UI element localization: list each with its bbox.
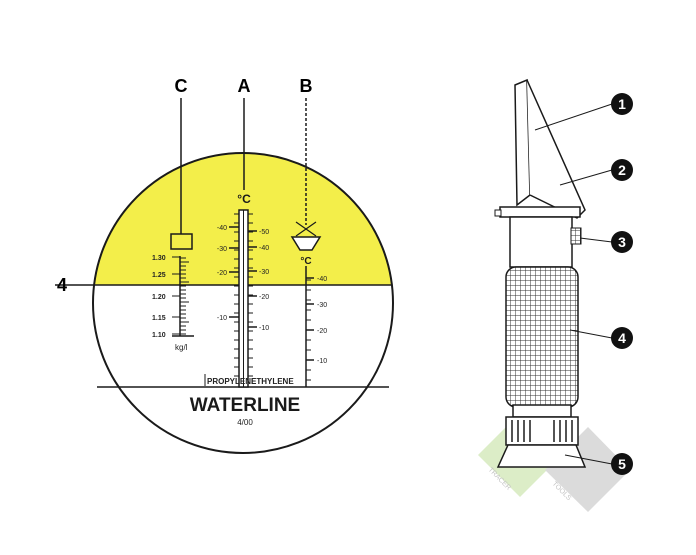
callout-3: 3 <box>611 231 633 253</box>
scale-b-tick-label: -40 <box>317 276 327 283</box>
row-label-4: 4 <box>57 275 67 295</box>
ethylene-tick-label: -50 <box>259 229 269 236</box>
scale-b-tick-label: -20 <box>317 328 327 335</box>
celsius-a: °C <box>237 192 251 206</box>
callout-number: 4 <box>618 330 626 346</box>
callout-5: 5 <box>611 453 633 475</box>
propylene-tick-label: -40 <box>217 225 227 232</box>
rubber-grip <box>505 266 579 408</box>
scale-c-tick-label: 1.10 <box>152 332 166 339</box>
scale-c-unit: kg/l <box>175 343 188 352</box>
column-label-c: C <box>175 76 188 96</box>
celsius-b: °C <box>300 256 311 267</box>
scale-b-tick-label: -30 <box>317 302 327 309</box>
callout-number: 1 <box>618 96 626 112</box>
column-label-a: A <box>238 76 251 96</box>
view-circle <box>92 152 394 454</box>
callout-number: 3 <box>618 234 626 250</box>
ethylene-tick-label: -20 <box>259 294 269 301</box>
propylene-tick-label: -10 <box>217 315 227 322</box>
density-marker-icon <box>170 233 193 250</box>
ethylene-tick-label: -30 <box>259 269 269 276</box>
callout-2: 2 <box>611 159 633 181</box>
scale-b-tick-label: -10 <box>317 358 327 365</box>
callout-number: 5 <box>618 456 626 472</box>
scale-c-tick-label: 1.15 <box>152 315 166 322</box>
ethylene-tick-label: -40 <box>259 245 269 252</box>
waterline-label: WATERLINE <box>190 395 300 416</box>
daylight-plate <box>499 206 581 218</box>
callout-4: 4 <box>611 327 633 349</box>
callout-1: 1 <box>611 93 633 115</box>
propylene-tick-label: -20 <box>217 270 227 277</box>
ethylene-label: ETHYLENE <box>251 377 294 386</box>
focus-ring <box>505 416 579 446</box>
eyepiece <box>496 444 587 468</box>
propylene-label: PROPYLENE <box>207 377 257 386</box>
callout-number: 2 <box>618 162 626 178</box>
calibration-body <box>509 216 573 268</box>
propylene-tick-label: -30 <box>217 246 227 253</box>
scale-c-tick-label: 1.30 <box>152 255 166 262</box>
column-label-b: B <box>300 76 313 96</box>
scale-c-tick-label: 1.25 <box>152 272 166 279</box>
cross-icon <box>295 221 317 237</box>
scale-view: 4 C A B 1.30 1.25 1.20 1.15 1.10 kg/l °C -40… <box>55 76 394 454</box>
ethylene-tick-label: -10 <box>259 325 269 332</box>
calibration-screw-icon <box>570 227 582 245</box>
scale-c-tick-label: 1.20 <box>152 294 166 301</box>
waterline-sub: 4/00 <box>237 418 253 427</box>
windshield-icon <box>290 236 322 251</box>
